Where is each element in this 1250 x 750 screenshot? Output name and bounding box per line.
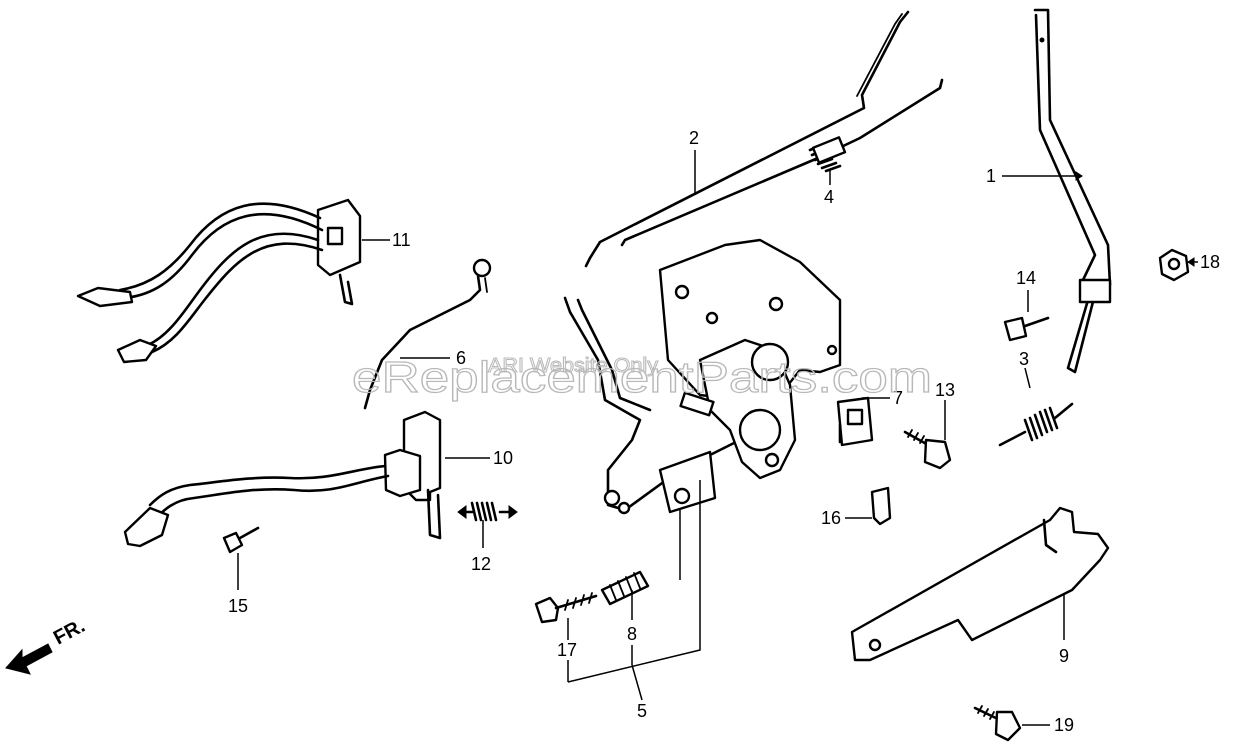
bolt-part-19[interactable] [973, 705, 1022, 742]
pin-part-16[interactable] [870, 486, 892, 526]
callout-3: 3 [1019, 349, 1029, 369]
callout-17: 17 [557, 640, 577, 660]
stop-switch-part-10[interactable] [123, 410, 442, 548]
callout-labels: 1 2 3 4 5 6 7 8 9 10 11 12 13 14 15 16 1… [228, 128, 1220, 735]
spring-part-8[interactable] [600, 570, 650, 606]
throttle-rod-part-2[interactable] [584, 10, 910, 268]
callout-6: 6 [456, 348, 466, 368]
wire-link-part-6[interactable] [363, 258, 492, 410]
spring-part-3[interactable] [998, 402, 1074, 447]
callout-4: 4 [824, 187, 834, 207]
callout-2: 2 [689, 128, 699, 148]
clip-part-7[interactable] [836, 396, 874, 447]
callout-10: 10 [493, 448, 513, 468]
callout-8: 8 [627, 624, 637, 644]
callout-11: 11 [392, 230, 411, 250]
callout-14: 14 [1016, 268, 1036, 288]
control-bracket-assembly[interactable] [563, 238, 842, 515]
governor-rod-part-4[interactable] [620, 78, 944, 247]
callout-16: 16 [821, 508, 841, 528]
callout-18: 18 [1200, 252, 1220, 272]
stop-switch-part-11[interactable] [76, 198, 362, 364]
watermark-secondary: ARI Website Only [488, 355, 658, 377]
screw-part-15[interactable] [222, 526, 260, 554]
callout-9: 9 [1059, 646, 1069, 666]
watermark: eReplacementParts.com ARI Website Only [351, 352, 932, 402]
callout-13: 13 [935, 380, 955, 400]
callout-15: 15 [228, 596, 248, 616]
screw-part-14[interactable] [1003, 316, 1050, 342]
front-label: FR. [50, 615, 89, 650]
callout-1: 1 [986, 166, 996, 186]
callout-19: 19 [1054, 715, 1074, 735]
front-direction-arrow: FR. [5, 615, 89, 675]
watermark-main: eReplacementParts.com [352, 353, 932, 402]
callout-12: 12 [471, 554, 491, 574]
callout-5: 5 [637, 701, 647, 721]
bolt-part-13[interactable] [903, 429, 952, 470]
plate-part-9[interactable] [850, 506, 1110, 662]
spring-part-12[interactable] [457, 501, 518, 522]
nut-part-18[interactable] [1158, 248, 1190, 282]
callout-7: 7 [893, 388, 903, 408]
leader-lines [237, 150, 1198, 726]
bolt-part-17[interactable] [534, 592, 598, 624]
throttle-lever-part-1[interactable] [1033, 8, 1112, 374]
